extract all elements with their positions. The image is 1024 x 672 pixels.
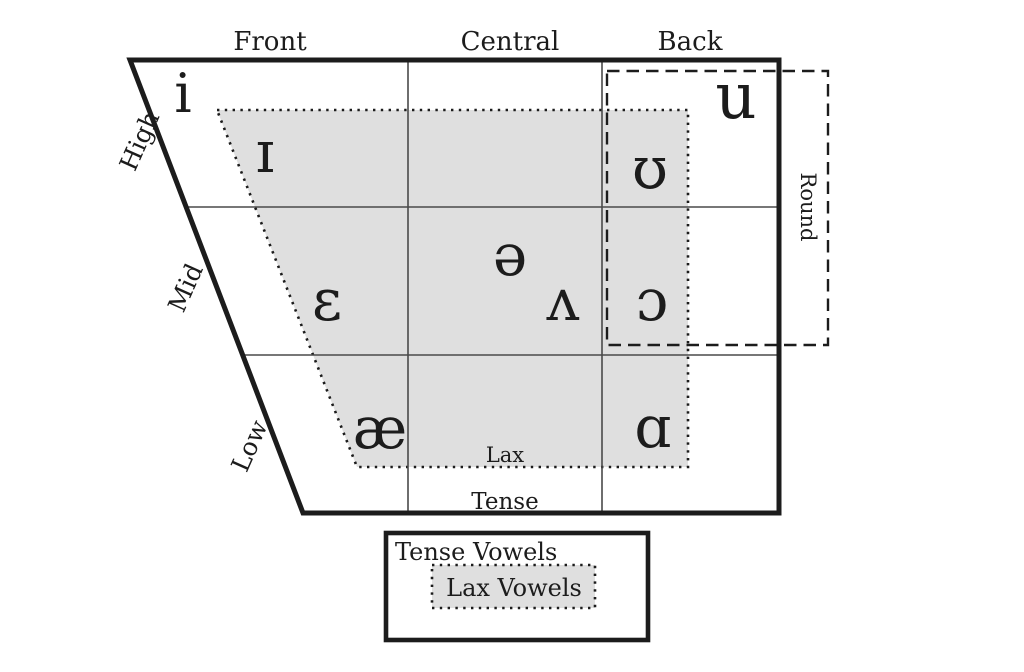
vowel-ash: æ: [353, 394, 408, 462]
backness-label-central: Central: [461, 27, 560, 57]
vowel-small-cap-i: ɪ: [256, 118, 275, 186]
vowel-open-o: ɔ: [636, 266, 668, 334]
legend: Tense Vowels Lax Vowels: [383, 530, 651, 643]
vowel-epsilon: ɛ: [312, 266, 342, 334]
lax-area-label: Lax: [486, 443, 524, 467]
legend-lax-label: Lax Vowels: [446, 574, 582, 602]
round-label: Round: [796, 173, 820, 242]
backness-label-front: Front: [233, 27, 307, 57]
vowel-i: i: [174, 62, 191, 125]
vowel-trapezoid-outline: [126, 57, 782, 516]
round-vowels-dashed-box: [605, 69, 830, 347]
vowel-turned-v: ʌ: [546, 266, 580, 334]
vowel-upsilon: ʊ: [632, 134, 668, 202]
svg-text:Round: Round: [796, 173, 820, 242]
svg-text:Mid: Mid: [162, 259, 209, 316]
legend-lax-swatch: [430, 563, 597, 610]
vowel-schwa: ə: [493, 221, 527, 289]
height-label-high: High: [114, 107, 166, 175]
height-label-mid: Mid: [162, 259, 209, 316]
legend-tense-label: Tense Vowels: [395, 538, 557, 566]
vowel-u: u: [715, 60, 756, 134]
tense-area-label: Tense: [471, 489, 538, 515]
backness-label-back: Back: [658, 27, 723, 57]
vowel-script-a: ɑ: [634, 393, 671, 461]
svg-text:High: High: [114, 107, 166, 175]
lax-region-shape: [215, 108, 690, 469]
